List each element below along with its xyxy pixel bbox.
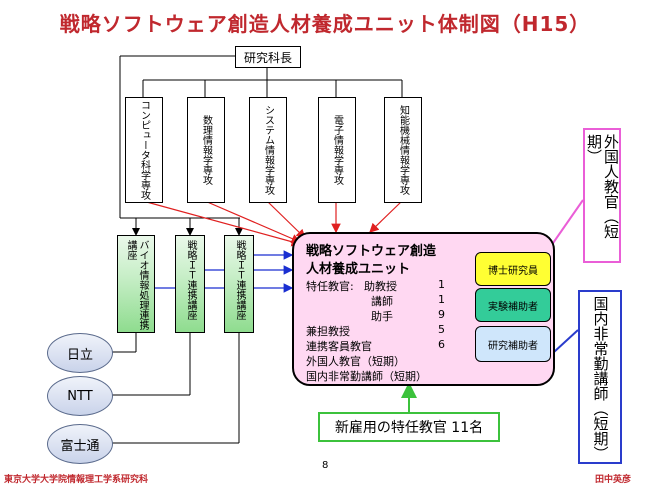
visiting-count: 6: [438, 338, 445, 351]
dept-box-ee: 電子情報学専攻: [318, 97, 356, 203]
lecturer-label: 講師: [371, 295, 393, 308]
company-fujitsu: 富士通: [47, 424, 113, 464]
lecturer-count: 1: [438, 293, 445, 306]
foreign-faculty-label: 外国人教官（短期）: [585, 134, 620, 239]
dept-label: システム情報学専攻: [262, 105, 274, 195]
dept-box-system: システム情報学専攻: [249, 97, 287, 203]
unit-title-line1: 戦略ソフトウェア創造: [306, 244, 437, 259]
new-hire-box: 新雇用の特任教官 11名: [318, 412, 500, 442]
course-box-it2: 戦略ＩＴ連携講座: [224, 235, 254, 333]
pink-connector: [550, 199, 584, 247]
dept-box-cs: コンピュータ科学専攻: [125, 97, 163, 203]
footer-author: 田中英彦: [595, 475, 632, 485]
course-label: 戦略ＩＴ連携講座: [234, 240, 245, 320]
dept-box-math: 数理情報学専攻: [187, 97, 225, 203]
tag-research-assistant: 研究補助者: [475, 326, 551, 362]
course-label: バイオ情報処理連携講座: [125, 240, 148, 330]
dept-label: 電子情報学専攻: [331, 115, 343, 185]
head-box: 研究科長: [235, 46, 301, 68]
course-label: 戦略ＩＴ連携講座: [185, 240, 196, 320]
tag-postdoc: 博士研究員: [475, 252, 551, 286]
part-time-label: 国内非常勤講師（短期）: [306, 370, 427, 383]
assoc-prof-label: 助教授: [364, 280, 397, 293]
footer-affiliation: 東京大学大学院情報理工学系研究科: [4, 475, 149, 485]
head-to-dept-lines: [142, 67, 403, 97]
dept-to-unit-arrows: [142, 200, 403, 247]
course-box-bio: バイオ情報処理連携講座: [117, 235, 155, 333]
company-lines: [111, 333, 240, 444]
company-ntt: NTT: [47, 376, 113, 416]
joint-prof-label: 兼担教授: [306, 325, 350, 338]
assistant-count: 9: [438, 308, 445, 321]
page-title: 戦略ソフトウェア創造人材養成ユニット体制図（H15）: [59, 12, 591, 36]
tag-experiment-assistant: 実験補助者: [475, 288, 551, 322]
visiting-label: 連携客員教官: [306, 340, 372, 353]
dept-box-mech: 知能機械情報学専攻: [384, 97, 422, 203]
page-number: 8: [322, 460, 329, 471]
course-box-it1: 戦略ＩＴ連携講座: [175, 235, 205, 333]
dept-label: コンピュータ科学専攻: [138, 100, 150, 200]
foreign-label: 外国人教官（短期）: [306, 355, 405, 368]
unit-title-line2: 人材養成ユニット: [306, 262, 411, 277]
tokunin-label: 特任教官:: [306, 280, 354, 293]
blue-connector: [553, 329, 579, 353]
assistant-label: 助手: [371, 310, 393, 323]
domestic-lecturer-box: 国内非常勤講師（短期）: [578, 290, 622, 464]
assoc-prof-count: 1: [438, 278, 445, 291]
domestic-lecturer-label: 国内非常勤講師（短期）: [591, 296, 610, 461]
company-hitachi: 日立: [47, 333, 113, 373]
dept-label: 知能機械情報学専攻: [397, 105, 409, 195]
dept-label: 数理情報学専攻: [200, 115, 212, 185]
foreign-faculty-box: 外国人教官（短期）: [583, 128, 621, 263]
joint-prof-count: 5: [438, 323, 445, 336]
head-to-course-lines: [119, 55, 243, 236]
